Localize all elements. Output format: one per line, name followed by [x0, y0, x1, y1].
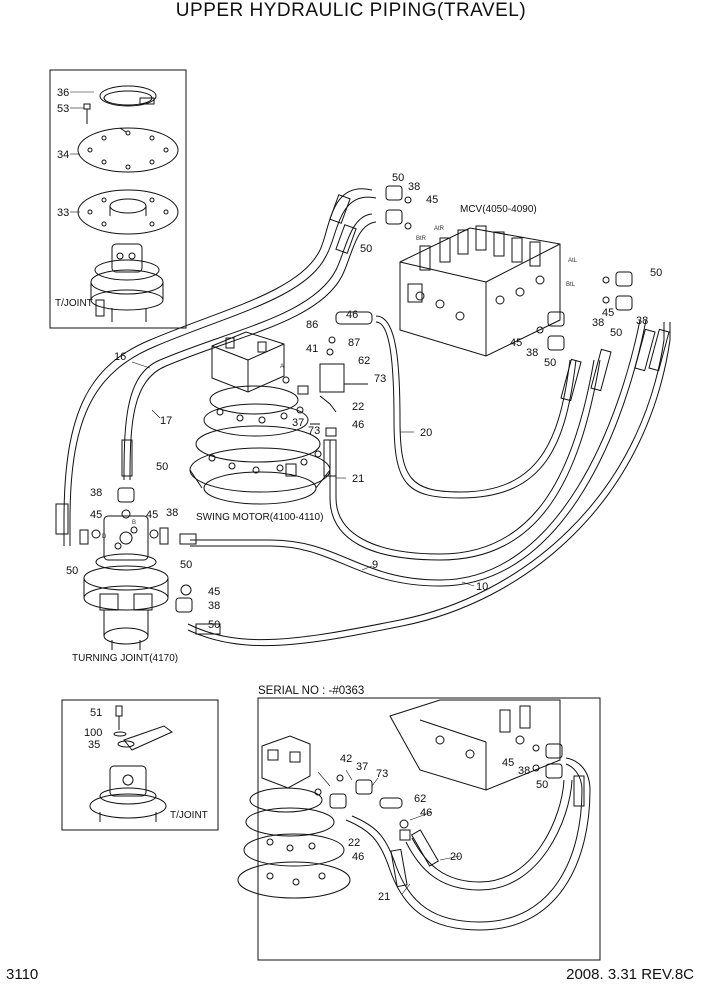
callout-16: 16 — [114, 351, 126, 363]
callout-45-b: 45 — [602, 307, 614, 319]
callout-73-c: 73 — [376, 768, 388, 780]
caption-tjoint-bottom: T/JOINT — [170, 810, 208, 821]
callout-17: 17 — [160, 415, 172, 427]
callout-41: 41 — [306, 343, 318, 355]
callout-45-d: 45 — [90, 509, 102, 521]
callout-45-c: 45 — [510, 337, 522, 349]
callout-86: 86 — [306, 319, 318, 331]
callout-38-a: 38 — [408, 181, 420, 193]
flange-clamps — [79, 487, 193, 613]
callout-22-a: 22 — [352, 401, 364, 413]
serial-hoses — [345, 757, 591, 931]
callout-50-h: 50 — [180, 559, 192, 571]
callout-38-e: 38 — [90, 487, 102, 499]
caption-mcv: MCV(4050-4090) — [460, 204, 537, 215]
callout-50-e: 50 — [544, 357, 556, 369]
tjoint-inset-box — [49, 69, 187, 329]
callout-38-d: 38 — [526, 347, 538, 359]
hose-clamp — [99, 85, 157, 107]
tjoint-body-inset — [90, 243, 164, 322]
serial-leaders — [317, 769, 461, 895]
tjoint-bottom — [89, 705, 173, 822]
callout-73-b: 73 — [308, 425, 320, 437]
port-btr: BtR — [416, 236, 427, 242]
callout-50-i: 50 — [208, 619, 220, 631]
callout-45-g: 45 — [502, 757, 514, 769]
callout-45-a: 45 — [426, 194, 438, 206]
port-btl: BtL — [566, 282, 576, 288]
callout-62-a: 62 — [358, 355, 370, 367]
serial-swing-motor — [237, 735, 351, 899]
callout-73-a: 73 — [374, 373, 386, 385]
callout-38-h: 38 — [518, 765, 530, 777]
callout-34: 34 — [57, 149, 69, 161]
callout-22-b: 22 — [348, 837, 360, 849]
callout-46-b: 46 — [352, 419, 364, 431]
swing-motor — [189, 331, 331, 505]
callout-33: 33 — [57, 207, 69, 219]
callout-37-b: 37 — [356, 761, 368, 773]
callout-37-a: 37 — [292, 417, 304, 429]
callout-45-f: 45 — [208, 586, 220, 598]
leader-lines — [70, 91, 475, 587]
callout-20-a: 20 — [420, 427, 432, 439]
caption-turning-joint: TURNING JOINT(4170) — [72, 653, 178, 664]
turning-joint — [83, 515, 169, 650]
callout-38-b: 38 — [592, 317, 604, 329]
callout-50-c: 50 — [650, 267, 662, 279]
swing-fittings — [282, 311, 373, 437]
callout-38-c: 38 — [636, 315, 648, 327]
callout-38-g: 38 — [208, 600, 220, 612]
cover-plate-34 — [77, 127, 179, 173]
callout-20-b: 20 — [450, 851, 462, 863]
callout-100: 100 — [84, 727, 102, 739]
callout-50-g: 50 — [66, 565, 78, 577]
date-revision: 2008. 3.31 REV.8C — [566, 966, 694, 983]
hoses — [63, 188, 671, 647]
callout-50-d: 50 — [610, 327, 622, 339]
caption-serial: SERIAL NO : -#0363 — [258, 685, 364, 697]
callout-21-b: 21 — [378, 891, 390, 903]
callout-46-c: 46 — [420, 807, 432, 819]
mcv-block — [399, 225, 561, 357]
caption-swing-motor: SWING MOTOR(4100-4110) — [196, 512, 323, 523]
page-title: UPPER HYDRAULIC PIPING(TRAVEL) — [175, 0, 527, 21]
serial-mcv — [389, 699, 561, 791]
callout-62-b: 62 — [414, 793, 426, 805]
callout-53: 53 — [57, 103, 69, 115]
port-atr: AtR — [434, 226, 445, 232]
serial-fittings — [314, 743, 563, 841]
port-d: D — [102, 534, 107, 540]
plate-33 — [77, 189, 179, 235]
callout-46-d: 46 — [352, 851, 364, 863]
callout-9: 9 — [372, 559, 378, 571]
callout-21-a: 21 — [352, 473, 364, 485]
caption-tjoint-top: T/JOINT — [55, 298, 93, 309]
callout-36: 36 — [57, 87, 69, 99]
tjoint-inset-bottom — [61, 699, 219, 831]
callout-50-a: 50 — [392, 172, 404, 184]
page-number: 3110 — [6, 966, 39, 983]
callout-45-e: 45 — [146, 509, 158, 521]
mcv-flange-clamps — [385, 185, 633, 351]
callout-38-f: 38 — [166, 507, 178, 519]
callout-42: 42 — [340, 753, 352, 765]
serial-inset-box — [257, 697, 601, 961]
hose-ends — [55, 194, 670, 635]
port-atl: AtL — [568, 258, 578, 264]
callout-51: 51 — [90, 707, 102, 719]
callout-50-b: 50 — [360, 243, 372, 255]
callout-50-j: 50 — [536, 779, 548, 791]
port-b: B — [132, 520, 136, 526]
bolt-53 — [83, 103, 91, 124]
callout-35: 35 — [88, 739, 100, 751]
port-a: A — [280, 364, 284, 370]
callout-10: 10 — [476, 581, 488, 593]
callout-87: 87 — [348, 337, 360, 349]
callout-46-a: 46 — [346, 309, 358, 321]
callout-50-f: 50 — [156, 461, 168, 473]
